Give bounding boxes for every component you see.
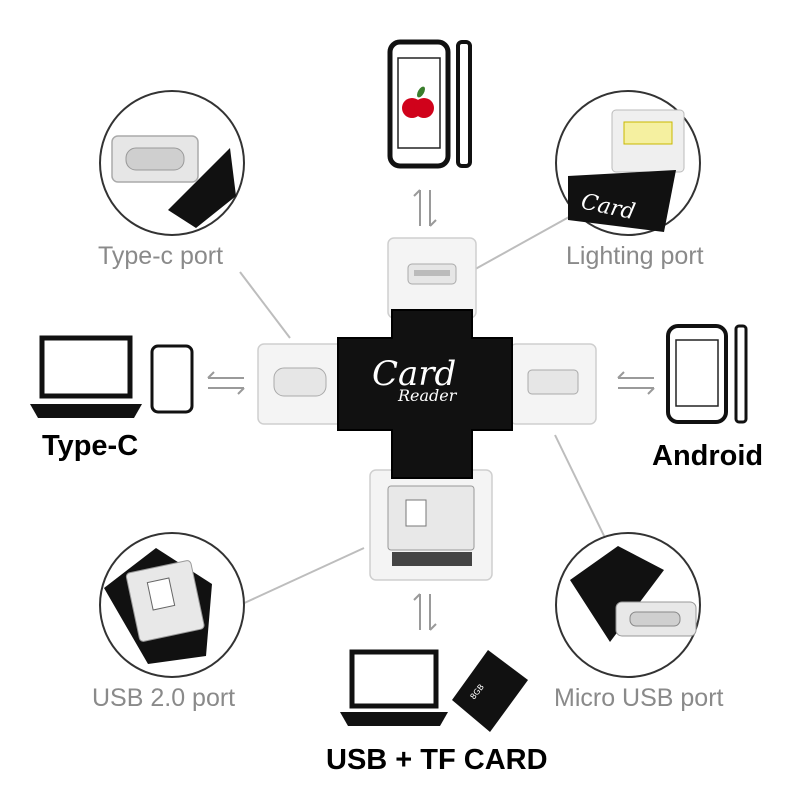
card-reader-title: Card <box>372 354 457 394</box>
laptop-icon-type-c <box>30 335 194 418</box>
laptop-icon-usb <box>340 649 448 726</box>
usb-port-closeup <box>99 532 245 678</box>
type-c-port-label: Type-c port <box>98 242 224 270</box>
arrow-icon-bottom <box>413 593 437 631</box>
android-phone-icon <box>666 324 748 424</box>
card-reader-subtitle: Reader <box>398 386 457 405</box>
lightning-port-label: Lighting port <box>566 242 704 270</box>
arrow-icon-left <box>207 371 245 395</box>
micro-usb-port-label: Micro USB port <box>554 684 724 712</box>
connector-line-type-c <box>239 271 291 339</box>
connector-lines <box>239 211 609 606</box>
type-c-device-label: Type-C <box>42 430 139 462</box>
lightning-port-closeup: Card <box>555 90 701 236</box>
usb-port-label: USB 2.0 port <box>92 684 236 712</box>
micro-usb-port-closeup <box>555 532 701 678</box>
usb-tf-device-label: USB + TF CARD <box>326 744 548 776</box>
connector-line-usb <box>239 547 365 606</box>
type-c-port-closeup <box>99 90 245 236</box>
sd-card-icon: 8GB <box>452 650 528 732</box>
connector-line-micro <box>554 434 609 545</box>
apple-logo-icon <box>402 86 434 118</box>
arrow-icon-right <box>617 371 655 395</box>
connector-line-lightning <box>469 211 579 273</box>
card-reader-icon <box>257 237 597 581</box>
iphone-icon <box>387 39 472 169</box>
android-device-label: Android <box>652 440 764 472</box>
arrow-icon-top <box>413 189 437 227</box>
